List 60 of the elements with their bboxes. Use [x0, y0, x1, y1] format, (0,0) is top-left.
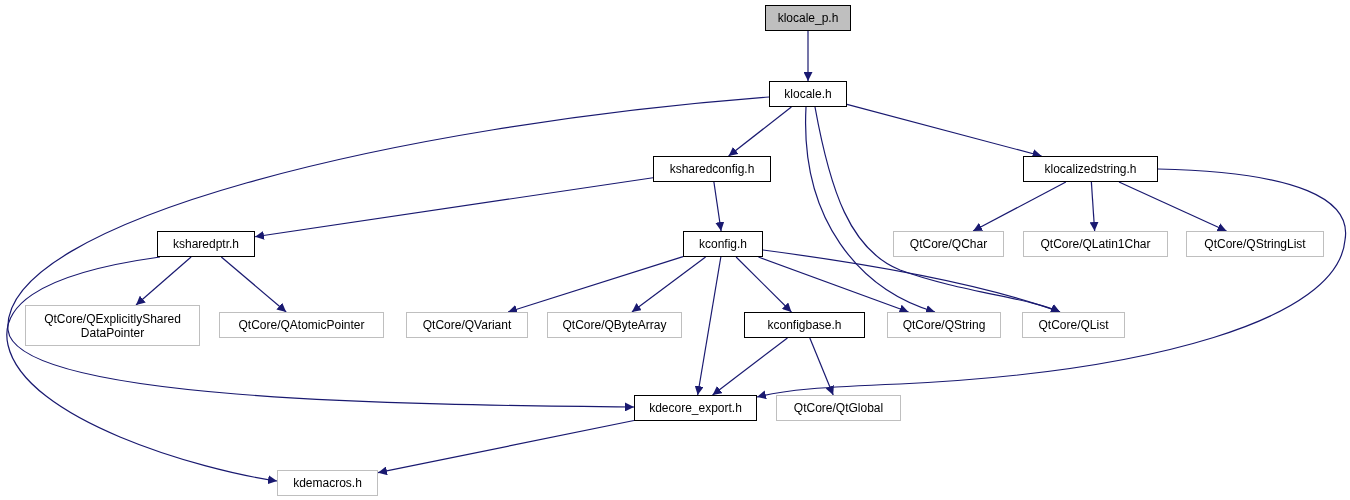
- file-name: QtCore/QVariant: [422, 318, 512, 332]
- arrow: [757, 256, 910, 314]
- arrow: [1089, 181, 1099, 232]
- arrow: [711, 337, 789, 396]
- arrow: [220, 256, 287, 313]
- file-node: [219, 312, 384, 338]
- arrow: [728, 106, 792, 157]
- arrow: [507, 256, 684, 314]
- file-node: [744, 312, 865, 338]
- file-node: [765, 5, 851, 31]
- file-name: QtCore/QtGlobal: [793, 401, 884, 415]
- file-name: kdecore_export.h: [649, 401, 742, 415]
- arrow: [805, 106, 936, 314]
- file-node: [25, 305, 200, 346]
- file-node: [1023, 156, 1158, 182]
- arrow: [809, 337, 834, 396]
- arrow: [6, 256, 278, 484]
- file-name: QtCore/QExplicitlyShared DataPointer: [43, 311, 182, 340]
- arrow: [735, 256, 792, 313]
- arrow: [631, 256, 707, 313]
- arrow: [254, 177, 654, 240]
- file-name: QtCore/QList: [1038, 318, 1109, 332]
- file-name: kdemacros.h: [293, 476, 362, 490]
- file-node: [769, 81, 847, 107]
- arrow: [713, 181, 725, 232]
- file-name: kconfigbase.h: [767, 318, 842, 332]
- file-name: ksharedptr.h: [172, 237, 239, 251]
- arrow: [972, 181, 1067, 232]
- file-node: [406, 312, 528, 338]
- file-node: [776, 395, 901, 421]
- arrow: [756, 168, 1347, 400]
- file-node: [1186, 231, 1324, 257]
- arrow: [803, 30, 813, 82]
- file-node: [634, 395, 757, 421]
- file-node: [893, 231, 1004, 257]
- arrow: [762, 249, 1061, 314]
- file-name: QtCore/QString: [902, 318, 986, 332]
- arrow: [1118, 181, 1228, 232]
- file-node: [547, 312, 682, 338]
- file-name: ksharedconfig.h: [669, 162, 755, 176]
- file-name: QtCore/QAtomicPointer: [238, 318, 365, 332]
- file-name: klocale.h: [784, 87, 832, 101]
- file-node: [277, 470, 378, 496]
- file-node: [1023, 231, 1168, 257]
- arrow: [377, 419, 635, 476]
- arrow: [7, 96, 770, 412]
- arrow: [135, 256, 192, 306]
- file-name: QtCore/QStringList: [1204, 237, 1306, 251]
- file-node: [887, 312, 1001, 338]
- file-name: QtCore/QByteArray: [562, 318, 667, 332]
- file-node: [683, 231, 763, 257]
- file-name: kconfig.h: [699, 237, 747, 251]
- file-name: klocalizedstring.h: [1044, 162, 1137, 176]
- file-node: [653, 156, 771, 182]
- file-name: klocale_p.h: [777, 11, 839, 25]
- arrow: [694, 256, 722, 396]
- file-name: QtCore/QChar: [909, 237, 988, 251]
- file-node: [157, 231, 255, 257]
- file-name: QtCore/QLatin1Char: [1040, 237, 1151, 251]
- file-node: [1022, 312, 1125, 338]
